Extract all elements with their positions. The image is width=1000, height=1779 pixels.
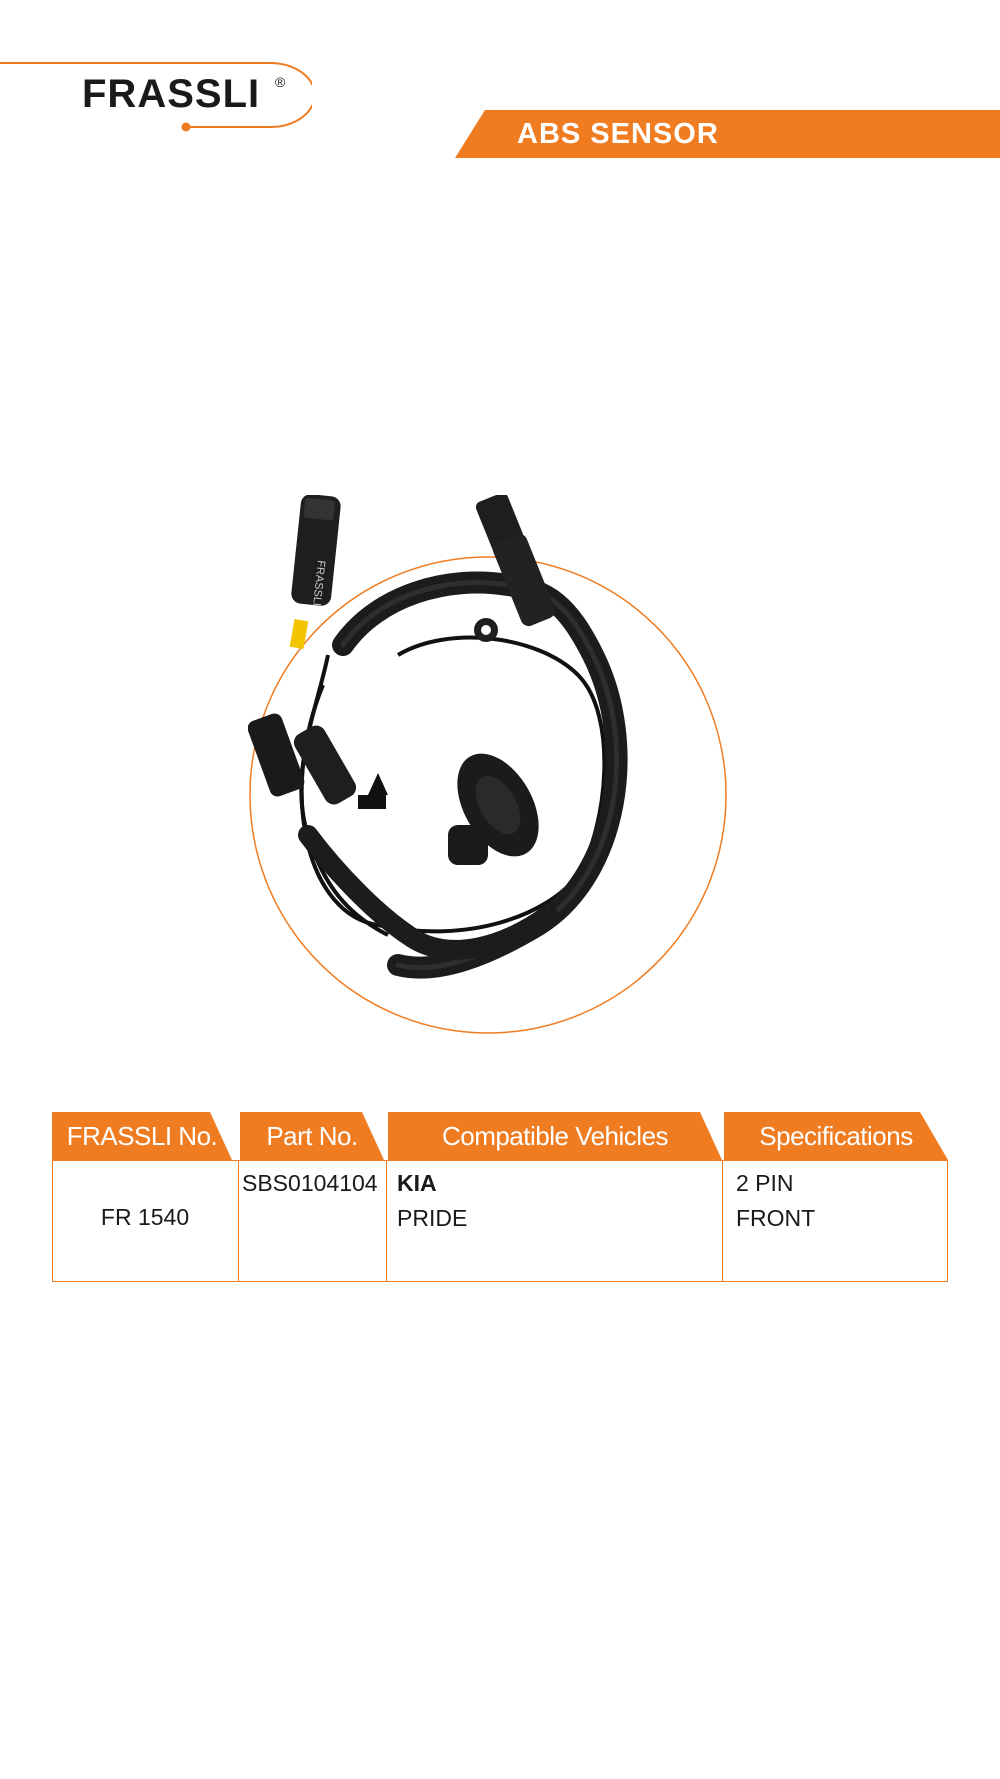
product-image: FRASSLI xyxy=(247,492,738,1055)
header-frassli-no: FRASSLI No. xyxy=(52,1112,232,1160)
title-banner: ABS SENSOR xyxy=(455,110,1000,158)
logo-frame xyxy=(0,62,312,132)
registered-mark: ® xyxy=(275,74,286,90)
header-part-no: Part No. xyxy=(240,1112,384,1160)
spec-table: FRASSLI No. Part No. Compatible Vehicles… xyxy=(52,1112,948,1282)
table-body xyxy=(52,1160,948,1282)
page-title: ABS SENSOR xyxy=(517,118,719,150)
spec-position: FRONT xyxy=(736,1205,816,1231)
vehicle-model: PRIDE xyxy=(397,1205,468,1231)
divider xyxy=(722,1160,723,1281)
cell-part-no: SBS0104104 xyxy=(242,1170,378,1196)
spec-pins: 2 PIN xyxy=(736,1170,794,1196)
brand-logo: FRASSLI xyxy=(82,72,261,116)
vehicle-make: KIA xyxy=(397,1170,437,1196)
header-compatible-vehicles: Compatible Vehicles xyxy=(388,1112,722,1160)
divider xyxy=(238,1160,239,1281)
header-specifications: Specifications xyxy=(724,1112,948,1160)
divider xyxy=(386,1160,387,1281)
cell-frassli-no: FR 1540 xyxy=(100,1204,190,1230)
connector-label: FRASSLI xyxy=(310,560,327,607)
cell-specifications: 2 PIN FRONT xyxy=(736,1166,815,1236)
cell-vehicles: KIA PRIDE xyxy=(397,1166,467,1236)
